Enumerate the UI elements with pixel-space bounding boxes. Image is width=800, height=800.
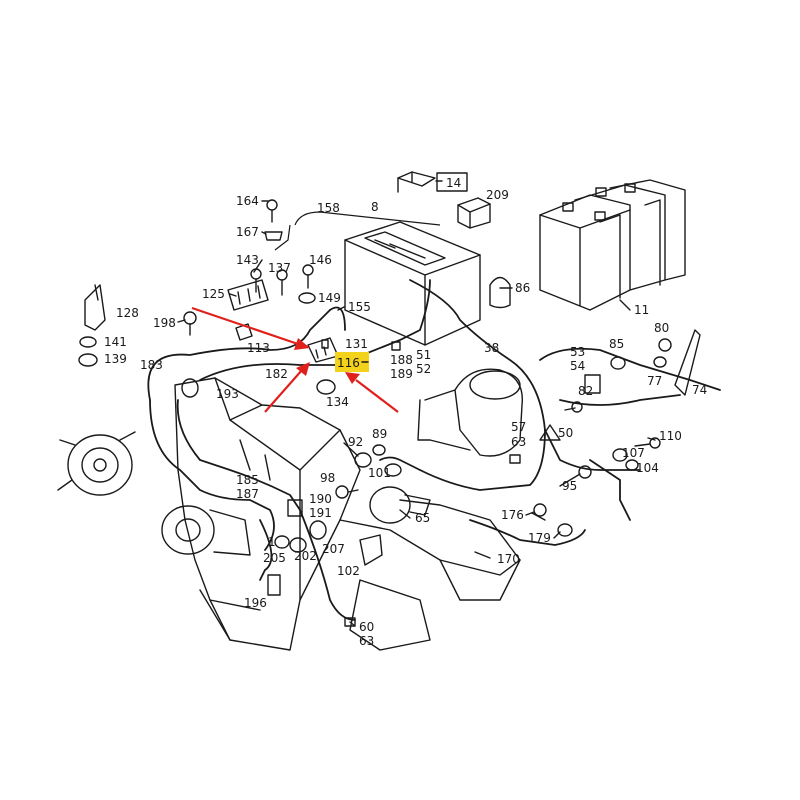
label-65: 65 (415, 511, 430, 525)
label-box-14 (436, 172, 468, 192)
label-51: 51 (416, 348, 431, 362)
label-125: 125 (202, 287, 225, 301)
battery (344, 221, 481, 346)
label-141: 141 (104, 335, 127, 349)
label-53: 53 (570, 345, 585, 359)
label-38: 38 (484, 341, 499, 355)
label-196: 196 (244, 596, 267, 610)
label-52: 52 (416, 362, 431, 376)
label-57: 57 (511, 420, 526, 434)
leader-lines (177, 200, 656, 627)
label-188: 188 (390, 353, 413, 367)
intake-duct (417, 368, 524, 457)
arrow-3 (355, 379, 399, 413)
label-158: 158 (317, 201, 340, 215)
label-14: 14 (446, 176, 461, 190)
starter-motor (161, 505, 251, 556)
label-63: 63 (511, 435, 526, 449)
label-128: 128 (116, 306, 139, 320)
label-137: 137 (268, 261, 291, 275)
label-116: 116 (337, 356, 360, 370)
label-77: 77 (647, 374, 662, 388)
label-63-bottom: 63 (359, 634, 374, 648)
label-92: 92 (348, 435, 363, 449)
label-146: 146 (309, 253, 332, 267)
arrow-2 (264, 369, 303, 413)
part-11-canisters (539, 179, 686, 311)
label-183: 183 (140, 358, 163, 372)
label-86: 86 (515, 281, 530, 295)
label-190: 190 (309, 492, 332, 506)
red-arrows (191, 306, 399, 413)
label-182: 182 (265, 367, 288, 381)
label-85: 85 (609, 337, 624, 351)
label-191: 191 (309, 506, 332, 520)
label-60: 60 (359, 620, 374, 634)
label-176: 176 (501, 508, 524, 522)
arrow-1-head (294, 338, 310, 350)
label-82: 82 (578, 384, 593, 398)
label-50: 50 (558, 426, 573, 440)
label-89: 89 (372, 427, 387, 441)
label-54: 54 (570, 359, 585, 373)
label-155: 155 (348, 300, 371, 314)
label-139: 139 (104, 352, 127, 366)
label-110: 110 (659, 429, 682, 443)
label-189: 189 (390, 367, 413, 381)
hold-down-rod (274, 211, 441, 251)
arrow-3-head (345, 372, 360, 384)
label-8: 8 (371, 200, 379, 214)
label-202: 202 (294, 549, 317, 563)
label-1: 1 (268, 535, 276, 549)
wiring-harness (147, 279, 721, 621)
label-164: 164 (236, 194, 259, 208)
label-185: 185 (236, 473, 259, 487)
part-14 (397, 171, 443, 193)
label-205: 205 (263, 551, 286, 565)
label-170: 170 (497, 552, 520, 566)
label-187: 187 (236, 487, 259, 501)
label-209: 209 (486, 188, 509, 202)
label-98: 98 (320, 471, 335, 485)
arrow-2-head (296, 362, 310, 376)
label-198: 198 (153, 316, 176, 330)
label-179: 179 (528, 531, 551, 545)
label-143: 143 (236, 253, 259, 267)
label-167: 167 (236, 225, 259, 239)
label-74: 74 (692, 383, 707, 397)
label-131: 131 (345, 337, 368, 351)
highlight-116 (335, 352, 369, 372)
label-149: 149 (318, 291, 341, 305)
part-209 (457, 197, 491, 229)
alternator (57, 431, 136, 496)
engine-block (174, 377, 521, 651)
label-102: 102 (337, 564, 360, 578)
label-101: 101 (368, 466, 391, 480)
label-134: 134 (326, 395, 349, 409)
label-193: 193 (216, 387, 239, 401)
label-207: 207 (322, 542, 345, 556)
label-80: 80 (654, 321, 669, 335)
hardware-parts (78, 199, 701, 627)
part-labels: 14 209 164 158 8 167 143 137 146 125 149… (104, 172, 707, 648)
label-95: 95 (562, 479, 577, 493)
label-104: 104 (636, 461, 659, 475)
arrow-1 (191, 306, 299, 346)
label-11: 11 (634, 303, 649, 317)
label-113: 113 (247, 341, 270, 355)
label-107: 107 (622, 446, 645, 460)
